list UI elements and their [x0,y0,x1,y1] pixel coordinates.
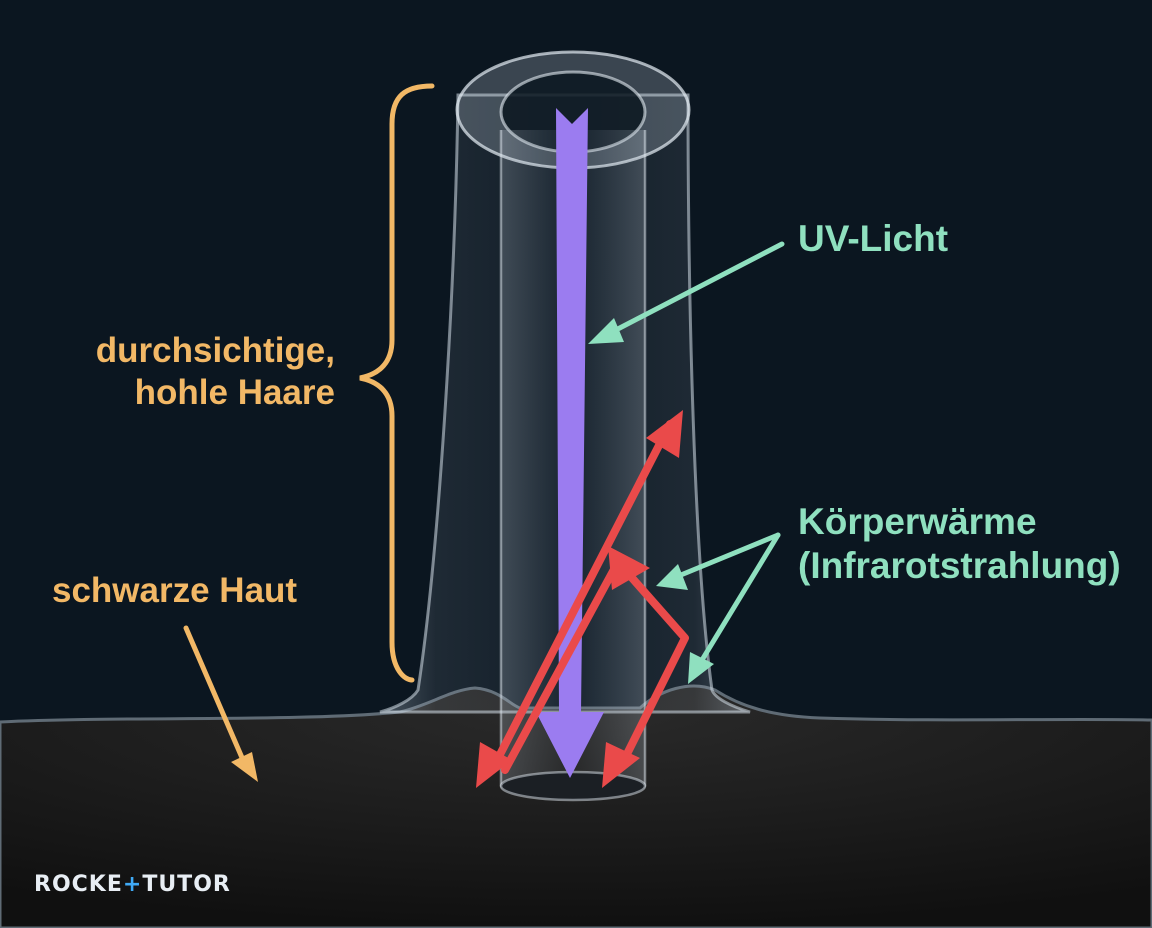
body-heat-label-line1: Körperwärme [798,501,1037,542]
skin-pointer-arrowhead-icon [231,752,258,782]
logo-text-part2: TUTOR [142,872,231,897]
hair-label-line2: hohle Haare [134,373,335,412]
skin-pointer-arrow-line [183,625,246,763]
uv-pointer-line [609,241,785,335]
heat-pointer-arrowhead-upper-icon [656,564,688,590]
heat-zigzag-shaft [501,558,689,774]
hair-label: durchsichtige, hohle Haare [60,330,335,414]
uv-pointer-arrowhead-icon [588,318,624,344]
rocketutor-logo: ROCKE+TUTOR [34,872,231,897]
hair-core-bottom [499,770,647,802]
curly-brace-icon [359,83,435,683]
body-heat-label: Körperwärme (Infrarotstrahlung) [798,500,1121,588]
heat-arrows [488,420,689,774]
uv-light-label: UV-Licht [798,218,949,259]
logo-text-part1: ROCKE [34,872,123,897]
heat-arrowhead-bottom-right-icon [602,742,640,788]
heat-pointer-arrowhead-lower-icon [688,652,714,684]
hair-label-line1: durchsichtige, [95,331,335,370]
heat-arrowhead-bottom-left-icon [476,742,512,788]
heat-arrowhead-mid-icon [608,546,650,590]
logo-cross-icon: + [122,872,143,897]
heat-pointer-line-lower [699,532,781,663]
uv-arrow-icon [536,108,604,778]
skin-label: schwarze Haut [52,571,298,610]
heat-arrowhead-top-icon [646,410,683,458]
heat-pointer-line-upper [673,532,781,580]
body-heat-label-line2: (Infrarotstrahlung) [798,545,1121,586]
heat-double-arrow-shaft [488,420,674,774]
